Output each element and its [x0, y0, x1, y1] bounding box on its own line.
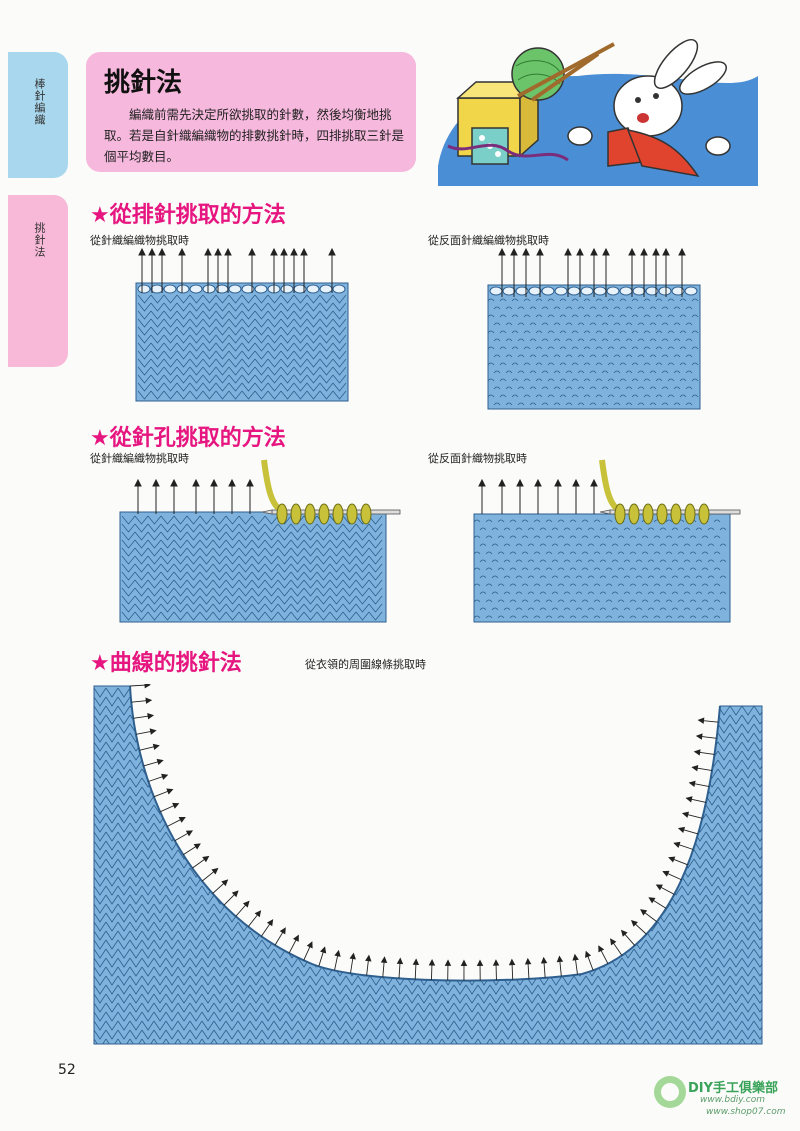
sidebar-tab-knitting[interactable] — [8, 52, 68, 178]
sidebar-tab-pickup-label: 挑針法 — [33, 222, 46, 258]
caption-1b: 從反面針織編織物挑取時 — [428, 234, 549, 247]
watermark-url-1: www.bdiy.com — [700, 1095, 766, 1105]
curve-pickup-arrows — [129, 684, 719, 981]
picked-up-yarn-loops — [599, 459, 710, 525]
knit-stitches — [121, 515, 383, 621]
watermark-url-2: www.shop07.com — [706, 1107, 786, 1117]
rabbit-icon — [567, 39, 731, 178]
knit-swatch-stitch-hole-reverse — [473, 459, 741, 623]
caption-2a: 從針織編織物挑取時 — [90, 452, 189, 465]
rabbit-illustration — [438, 39, 758, 186]
knit-stitches — [137, 294, 347, 400]
purl-stitches — [473, 519, 727, 619]
pickup-arrows — [138, 247, 336, 293]
header-box — [86, 52, 416, 172]
section-heading-stitch-hole: ★從針孔挑取的方法 — [90, 426, 286, 451]
page-number: 52 — [58, 1062, 76, 1078]
intro-text: 編織前需先決定所欲挑取的針數，然後均衡地挑取。若是自針織編織物的排數挑針時，四排… — [104, 107, 405, 164]
watermark-title: DIY手工俱樂部 — [688, 1081, 779, 1096]
knit-swatch-stitch-hole-front — [119, 459, 401, 623]
picked-up-yarn-loops — [261, 459, 372, 525]
knit-swatch-neckline-curve — [93, 684, 763, 1045]
knit-swatch-cast-on-front — [135, 247, 349, 402]
yarn-ball-icon — [511, 42, 615, 102]
pickup-arrows — [498, 247, 686, 297]
caption-3: 從衣領的周圍線條挑取時 — [305, 658, 426, 671]
caption-1a: 從針織編織物挑取時 — [90, 234, 189, 247]
pickup-arrows — [478, 478, 598, 514]
sidebar-tab-knitting-label: 棒針編織 — [33, 78, 46, 126]
sidebar-tab-pickup[interactable] — [8, 195, 68, 367]
purl-stitches — [487, 298, 699, 406]
cast-on-edge — [137, 284, 346, 294]
section-heading-curve: ★曲線的挑針法 — [90, 651, 242, 676]
caption-2b: 從反面針織物挑取時 — [428, 452, 527, 465]
pickup-arrows — [134, 478, 254, 514]
knit-swatch-cast-on-reverse — [487, 247, 701, 410]
page-title: 挑針法 — [104, 68, 183, 98]
watermark-logo-icon — [654, 1076, 686, 1108]
cast-on-edge — [489, 286, 698, 296]
section-heading-cast-on: ★從排針挑取的方法 — [90, 203, 286, 228]
